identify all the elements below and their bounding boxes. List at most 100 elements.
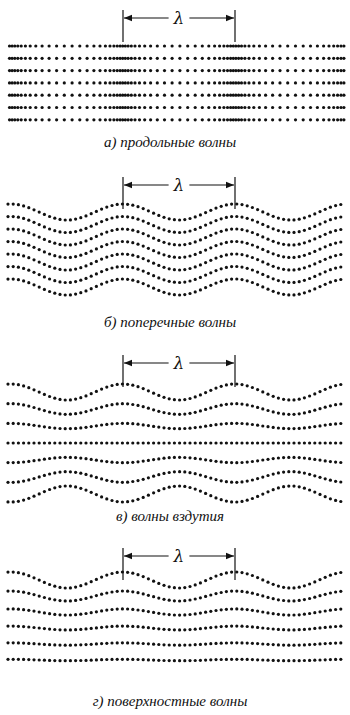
particle-dot: [38, 286, 41, 289]
particle-dot: [108, 44, 111, 47]
particle-dot: [292, 628, 295, 631]
particle-dot: [168, 613, 171, 616]
particle-dot: [100, 477, 103, 480]
particle-dot: [17, 383, 20, 386]
particle-dot: [313, 409, 316, 412]
particle-dot: [272, 583, 275, 586]
particle-dot: [48, 94, 51, 97]
particle-dot: [246, 217, 249, 220]
particle-dot: [121, 402, 124, 405]
particle-dot: [58, 485, 61, 488]
particle-dot: [152, 475, 155, 478]
particle-dot: [58, 644, 61, 647]
particle-dot: [243, 94, 246, 97]
particle-dot: [186, 69, 189, 72]
particle-dot: [286, 69, 289, 72]
particle-dot: [266, 275, 269, 278]
particle-dot: [127, 69, 130, 72]
particle-dot: [324, 406, 327, 409]
particle-dot: [272, 277, 275, 280]
particle-dot: [209, 221, 212, 224]
particle-dot: [95, 441, 98, 444]
particle-dot: [32, 283, 35, 286]
particle-dot: [222, 69, 225, 72]
particle-dot: [214, 478, 217, 481]
particle-dot: [292, 218, 295, 221]
particle-dot: [213, 118, 216, 121]
particle-dot: [324, 609, 327, 612]
particle-dot: [277, 229, 280, 232]
particle-dot: [266, 659, 269, 662]
particle-dot: [43, 474, 46, 477]
particle-dot: [316, 118, 319, 121]
particle-dot: [64, 484, 67, 487]
particle-dot: [24, 106, 27, 109]
particle-dot: [78, 57, 81, 60]
particle-dot: [336, 106, 339, 109]
particle-dot: [20, 81, 23, 84]
particle-dot: [173, 659, 176, 662]
particle-dot: [235, 382, 238, 385]
particle-dot: [225, 253, 228, 256]
particle-dot: [53, 412, 56, 415]
particle-dot: [79, 613, 82, 616]
particle-dot: [240, 500, 243, 503]
particle-dot: [298, 230, 301, 233]
particle-dot: [308, 643, 311, 646]
particle-dot: [303, 628, 306, 631]
particle-dot: [207, 118, 210, 121]
particle-dot: [53, 613, 56, 616]
particle-dot: [173, 231, 176, 234]
particle-dot: [329, 281, 332, 284]
particle-dot: [308, 289, 311, 292]
particle-dot: [225, 480, 228, 483]
particle-dot: [272, 240, 275, 243]
particle-dot: [334, 461, 337, 464]
particle-dot: [173, 628, 176, 631]
particle-dot: [230, 461, 233, 464]
particle-dot: [292, 398, 295, 401]
particle-dot: [298, 268, 301, 271]
particle-dot: [199, 596, 202, 599]
particle-dot: [43, 490, 46, 493]
particle-dot: [226, 118, 229, 121]
particle-dot: [6, 481, 9, 484]
particle-dot: [95, 424, 98, 427]
particle-dot: [22, 460, 25, 463]
particle-dot: [152, 224, 155, 227]
particle-dot: [292, 293, 295, 296]
particle-dot: [152, 491, 155, 494]
particle-dot: [258, 94, 261, 97]
particle-dot: [24, 57, 27, 60]
particle-dot: [126, 500, 129, 503]
particle-dot: [282, 613, 285, 616]
particle-dot: [78, 81, 81, 84]
particle-dot: [258, 106, 261, 109]
particle-dot: [71, 118, 74, 121]
particle-dot: [29, 81, 32, 84]
particle-dot: [124, 57, 127, 60]
particle-dot: [329, 460, 332, 463]
particle-dot: [105, 206, 108, 209]
particle-dot: [339, 571, 342, 574]
panel-caption: а) продольные волны: [104, 135, 236, 150]
particle-dot: [204, 595, 207, 598]
particle-dot: [168, 280, 171, 283]
particle-dot: [90, 250, 93, 253]
particle-dot: [336, 81, 339, 84]
particle-dot: [318, 459, 321, 462]
particle-dot: [214, 423, 217, 426]
particle-dot: [294, 106, 297, 109]
particle-dot: [29, 69, 32, 72]
particle-dot: [199, 425, 202, 428]
particle-dot: [84, 264, 87, 267]
particle-dot: [104, 81, 107, 84]
particle-dot: [209, 271, 212, 274]
particle-dot: [136, 255, 139, 258]
particle-dot: [329, 658, 332, 661]
particle-dot: [225, 590, 228, 593]
particle-dot: [251, 497, 254, 500]
particle-dot: [6, 203, 9, 206]
particle-dot: [194, 426, 197, 429]
particle-dot: [240, 480, 243, 483]
